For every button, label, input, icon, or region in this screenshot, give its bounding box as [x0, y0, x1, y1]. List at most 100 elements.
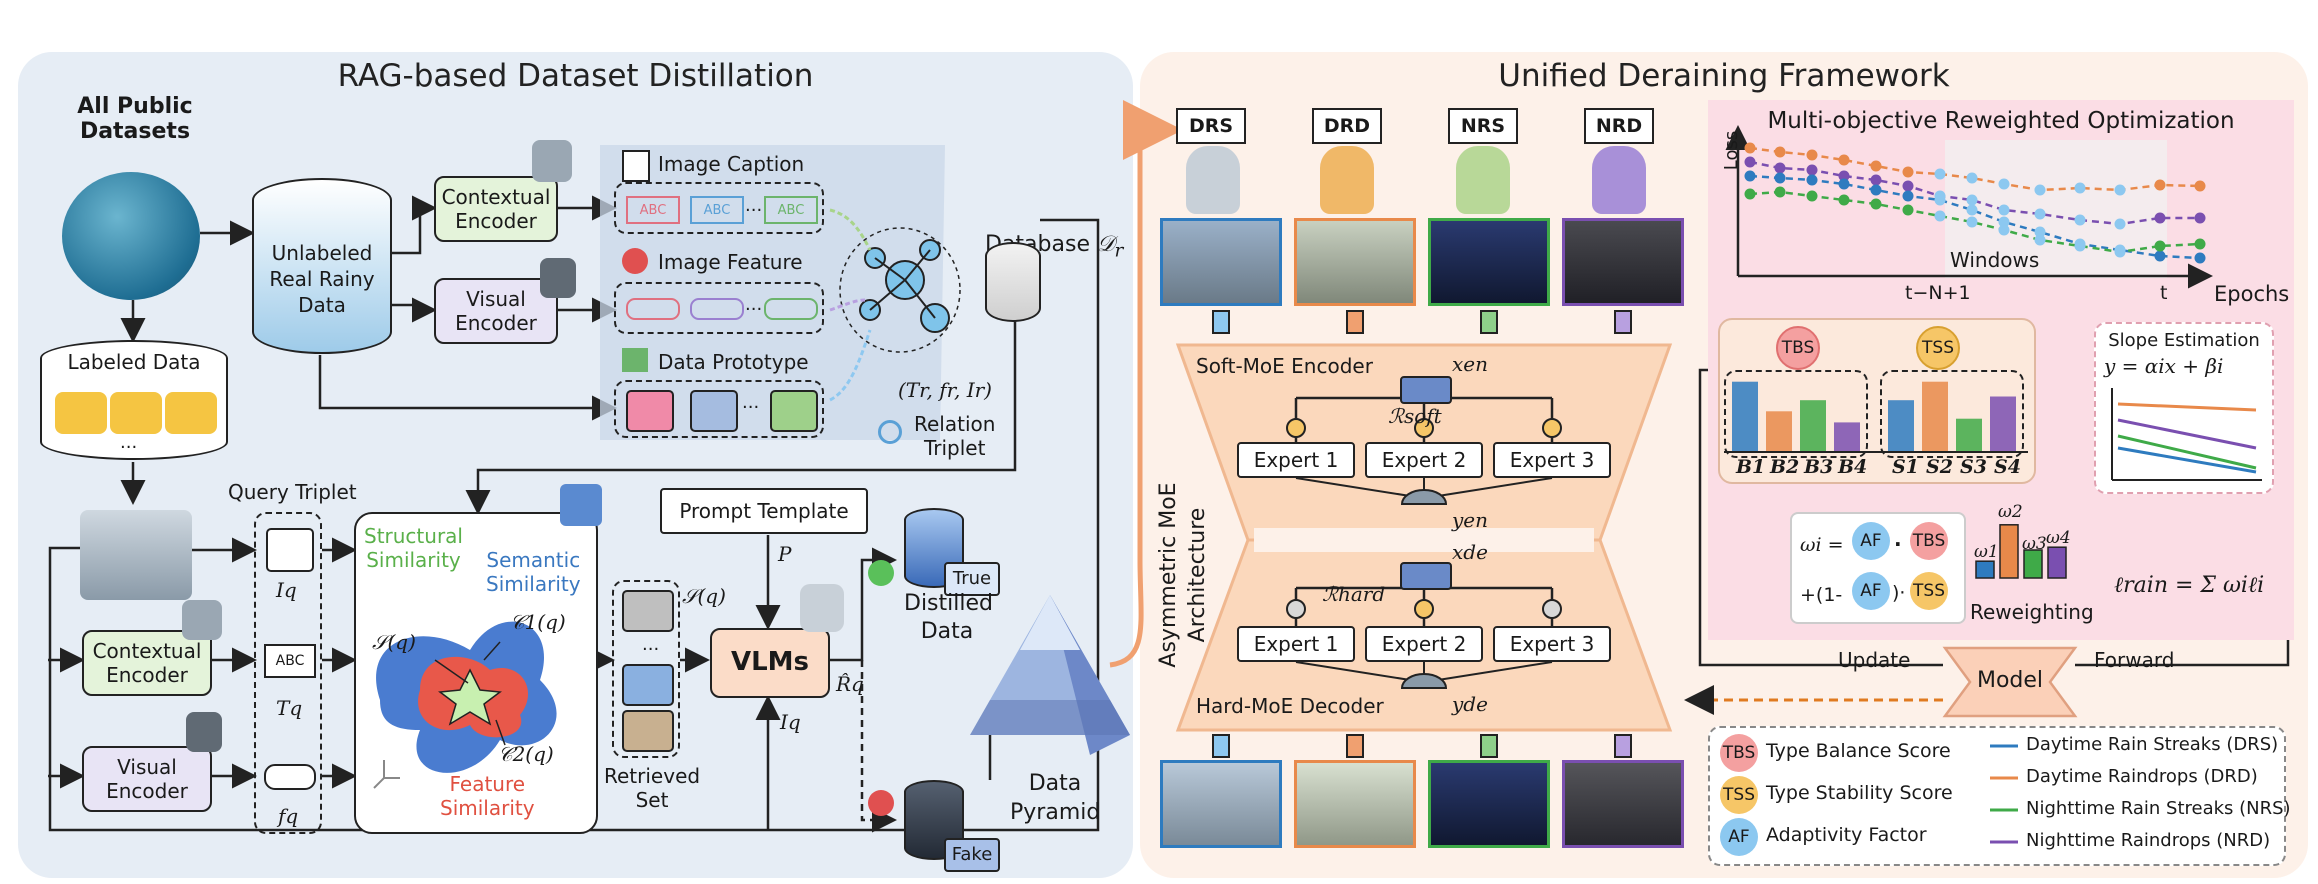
tbs-group — [1724, 370, 1868, 458]
loss-series-line — [1749, 174, 2201, 260]
nrd-sign: NRD — [1584, 108, 1654, 144]
loss-point — [2154, 179, 2166, 191]
feature-similarity: Feature Similarity — [440, 772, 535, 820]
arrow-down-icon — [1480, 734, 1498, 758]
arrow-down-icon — [1212, 310, 1230, 334]
retrieved-sq: 𝒮(q) — [682, 584, 726, 608]
legend-tbs-text: Type Balance Score — [1766, 740, 1951, 762]
omega-bar — [2047, 546, 2067, 579]
score-bar — [1888, 400, 1914, 452]
key-icon — [626, 298, 680, 320]
score-bar — [1956, 418, 1982, 452]
r-soft-label: ℛsoft — [1388, 404, 1442, 428]
robot-icon — [540, 258, 576, 298]
abc-tag: ABC — [764, 196, 818, 224]
distilled-data-label: Distilled Data — [904, 591, 993, 644]
forward-label: Forward — [2094, 648, 2175, 672]
database-icon — [985, 242, 1041, 322]
sad-face-icon — [868, 790, 894, 816]
decoder-expert-3: Expert 3 — [1493, 626, 1611, 662]
feature-box — [614, 282, 824, 334]
loss-series-line — [1749, 190, 2201, 254]
slope-estimation-title: Slope Estimation — [2108, 330, 2260, 351]
bar-label-b3: B3 — [1804, 456, 1834, 478]
query-visual-encoder: Visual Encoder — [82, 746, 212, 812]
caption-icon — [622, 150, 650, 182]
router-icon — [1400, 562, 1452, 590]
loss-point — [1744, 170, 1756, 182]
key-icon — [764, 298, 818, 320]
tq-label: Tq — [276, 696, 303, 720]
encoder-expert-3: Expert 3 — [1493, 442, 1611, 478]
loss-point — [1998, 178, 2010, 190]
tbs-badge: TBS — [1910, 522, 1948, 560]
t-label: t — [2160, 282, 2168, 304]
nrd-character-icon — [1592, 146, 1646, 214]
prompt-template: Prompt Template — [660, 488, 868, 534]
y-de-label: yde — [1452, 692, 1488, 716]
loss-point — [1870, 184, 1882, 196]
omega-bar — [1975, 560, 1995, 579]
mro-title: Multi-objective Reweighted Optimization — [1767, 108, 2235, 134]
loss-point — [1870, 160, 1882, 172]
score-bar — [1990, 396, 2016, 452]
loss-point — [2114, 218, 2126, 230]
fq-label: fq — [278, 804, 299, 828]
omega-3: ω3 — [2022, 534, 2047, 554]
windows-label: Windows — [1950, 248, 2040, 272]
loss-point — [2194, 238, 2206, 250]
abc-tag: ABC — [626, 196, 680, 224]
epochs-label: Epochs — [2214, 282, 2290, 306]
loss-point — [1806, 190, 1818, 202]
unlabeled-data-cylinder — [252, 178, 392, 354]
happy-face-icon — [868, 560, 894, 586]
image-icon — [622, 664, 674, 706]
legend-tss-text: Type Stability Score — [1766, 782, 1953, 804]
loss-point — [2114, 246, 2126, 258]
loss-point — [2194, 212, 2206, 224]
robot-icon — [800, 584, 844, 632]
nrs-sign: NRS — [1448, 108, 1518, 144]
loss-point — [1934, 194, 1946, 206]
nrs-input-photo — [1428, 218, 1550, 306]
legend-af-badge: AF — [1720, 818, 1758, 856]
omega-eq-close: )· — [1892, 582, 1906, 604]
image-caption-label: Image Caption — [658, 152, 805, 176]
visual-encoder: Visual Encoder — [434, 278, 558, 344]
legend-tss-badge: TSS — [1720, 776, 1758, 814]
arrow-down-icon — [1480, 310, 1498, 334]
iq-label: Iq — [276, 578, 297, 602]
loss-point — [1902, 204, 1914, 216]
robot-icon — [182, 600, 222, 640]
score-bar — [1766, 411, 1792, 452]
loss-point — [1838, 170, 1850, 182]
image-feature-label: Image Feature — [658, 250, 803, 274]
c2q-label: 𝒞2(q) — [498, 742, 554, 766]
slope-equation: y = αix + βi — [2104, 354, 2224, 378]
loss-point — [2034, 208, 2046, 220]
link-icon — [878, 420, 902, 444]
drd-character-icon — [1320, 146, 1374, 214]
abc-tag: ABC — [264, 644, 316, 678]
brain-icon — [622, 248, 648, 274]
bar-label-b1: B1 — [1736, 456, 1766, 478]
sq-label: 𝒮(q) — [372, 630, 416, 654]
nrs-output-photo — [1428, 760, 1550, 848]
loss-point — [1998, 204, 2010, 216]
drs-sign: DRS — [1176, 108, 1246, 144]
arrow-down-icon — [1212, 734, 1230, 758]
abc-tag: ABC — [690, 196, 744, 224]
query-triplet-box — [254, 512, 322, 834]
loss-point — [1774, 162, 1786, 174]
encoder-expert-2: Expert 2 — [1365, 442, 1483, 478]
key-icon — [264, 764, 316, 790]
omega-1: ω1 — [1974, 542, 1999, 562]
loss-point — [1744, 188, 1756, 200]
score-bar — [1834, 422, 1860, 452]
nrs-character-icon — [1456, 146, 1510, 214]
robot-icon — [186, 712, 222, 752]
